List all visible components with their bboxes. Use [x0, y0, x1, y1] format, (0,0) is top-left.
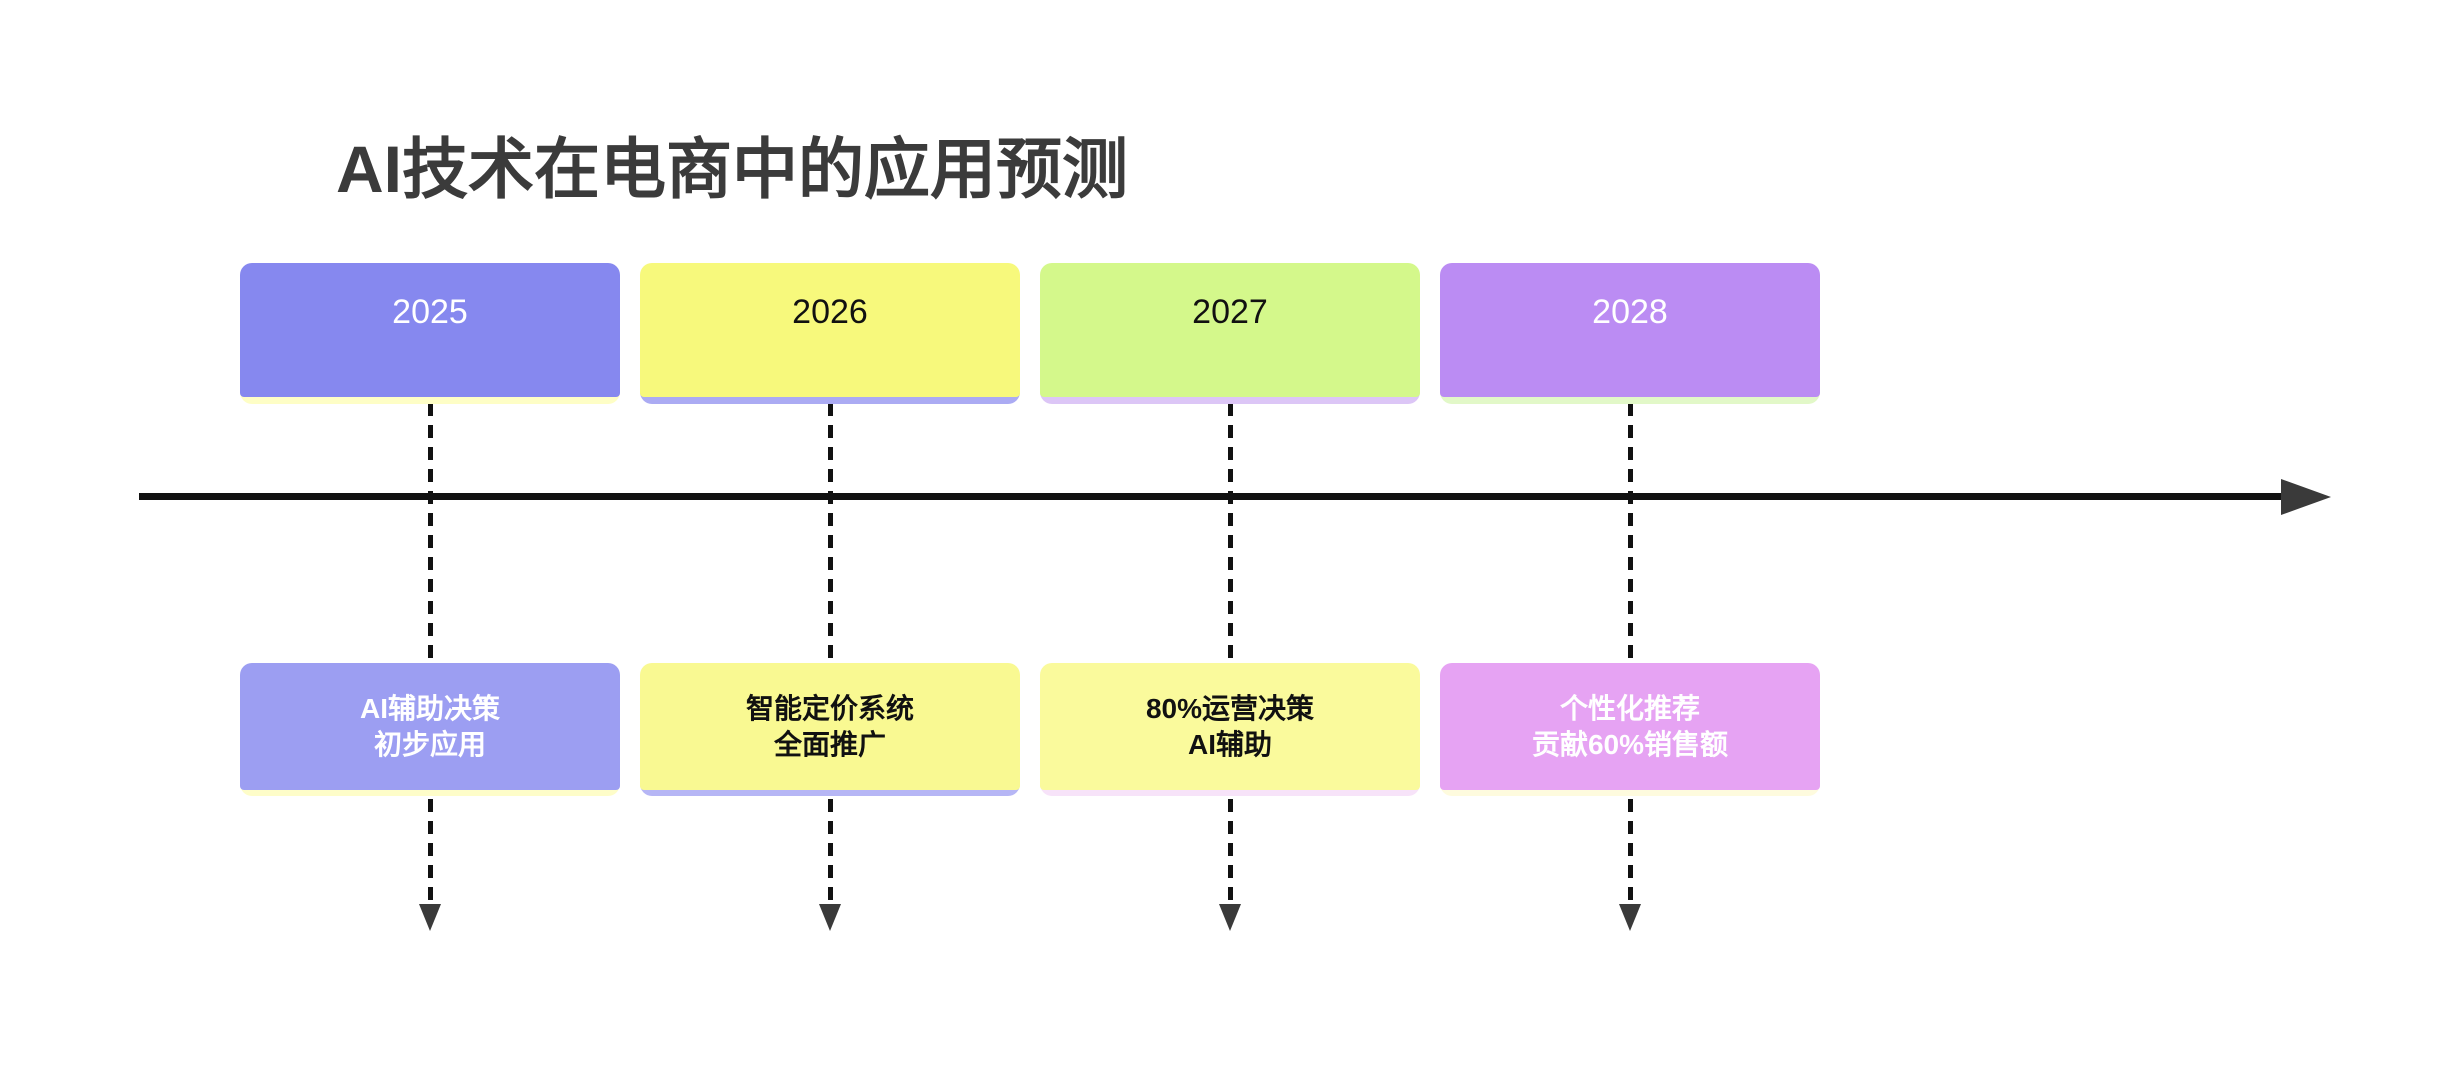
timeline-arrowhead-icon [2281, 479, 2331, 515]
milestone-column-2028: 2028 个性化推荐 贡献60%销售额 [1440, 0, 1820, 1067]
year-label: 2026 [792, 293, 868, 331]
connector-dashed-line [828, 403, 833, 903]
year-label: 2027 [1192, 293, 1268, 331]
description-label: 80%运营决策 AI辅助 [1145, 692, 1315, 760]
year-label: 2028 [1592, 293, 1668, 331]
diagram-title: AI技术在电商中的应用预测 [336, 132, 1128, 206]
connector-dashed-line [428, 403, 433, 903]
milestone-column-2027: 2027 80%运营决策 AI辅助 [1040, 0, 1420, 1067]
year-box: 2026 [640, 263, 1020, 397]
down-arrowhead-icon [1619, 904, 1641, 931]
down-arrowhead-icon [419, 904, 441, 931]
timeline-axis [139, 493, 2285, 500]
description-label: AI辅助决策 初步应用 [359, 692, 500, 760]
milestone-column-2026: 2026 智能定价系统 全面推广 [640, 0, 1020, 1067]
description-box: 个性化推荐 贡献60%销售额 [1440, 663, 1820, 790]
description-label: 个性化推荐 贡献60%销售额 [1531, 692, 1729, 760]
year-box: 2025 [240, 263, 620, 397]
year-label: 2025 [392, 293, 468, 331]
year-box: 2027 [1040, 263, 1420, 397]
description-box: 智能定价系统 全面推广 [640, 663, 1020, 790]
description-box: 80%运营决策 AI辅助 [1040, 663, 1420, 790]
connector-dashed-line [1228, 403, 1233, 903]
year-box: 2028 [1440, 263, 1820, 397]
down-arrowhead-icon [1219, 904, 1241, 931]
connector-dashed-line [1628, 403, 1633, 903]
description-label: 智能定价系统 全面推广 [745, 692, 914, 760]
down-arrowhead-icon [819, 904, 841, 931]
description-box: AI辅助决策 初步应用 [240, 663, 620, 790]
milestone-column-2025: 2025 AI辅助决策 初步应用 [240, 0, 620, 1067]
